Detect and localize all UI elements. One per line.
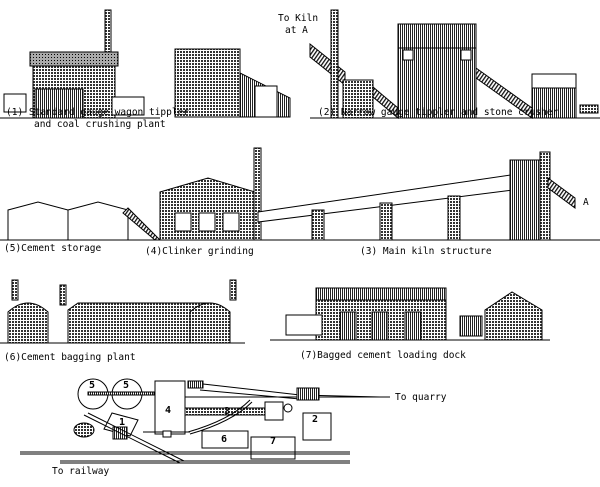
loading-dock: [270, 287, 550, 341]
plan-label-5b: 5: [123, 380, 130, 391]
wagon-tippler-building: [0, 9, 291, 119]
caption-6: (6)Cement bagging plant: [4, 352, 136, 363]
caption-1-line2: and coal crushing plant: [34, 119, 166, 130]
stone-crusher-building: [309, 9, 600, 120]
plan-label-4: 4: [165, 405, 172, 416]
site-plan: [20, 378, 390, 464]
to-railway-label: To railway: [52, 466, 110, 477]
caption-3: (3) Main kiln structure: [360, 246, 492, 257]
caption-1-line1: (1) Standard gauge wagon tippler: [6, 107, 190, 118]
to-kiln-label: To Kiln: [278, 13, 319, 24]
plan-label-2: 2: [312, 414, 319, 425]
kiln-row-buildings: [0, 147, 600, 241]
to-kiln-label-2: at A: [285, 25, 308, 36]
caption-4: (4)Clinker grinding: [145, 246, 254, 257]
plan-label-3: 3: [224, 406, 231, 417]
plan-label-7: 7: [270, 436, 277, 447]
caption-5: (5)Cement storage: [4, 243, 102, 254]
plan-label-6: 6: [221, 434, 228, 445]
plan-label-1: 1: [119, 417, 126, 428]
bagging-plant: [0, 279, 245, 344]
plan-label-5a: 5: [89, 380, 96, 391]
to-quarry-label: To quarry: [395, 392, 447, 403]
marker-a: A: [583, 197, 589, 208]
caption-2: (2) Narrow gauge tippler and stone crush…: [318, 107, 559, 118]
caption-7: (7)Bagged cement loading dock: [300, 350, 466, 361]
